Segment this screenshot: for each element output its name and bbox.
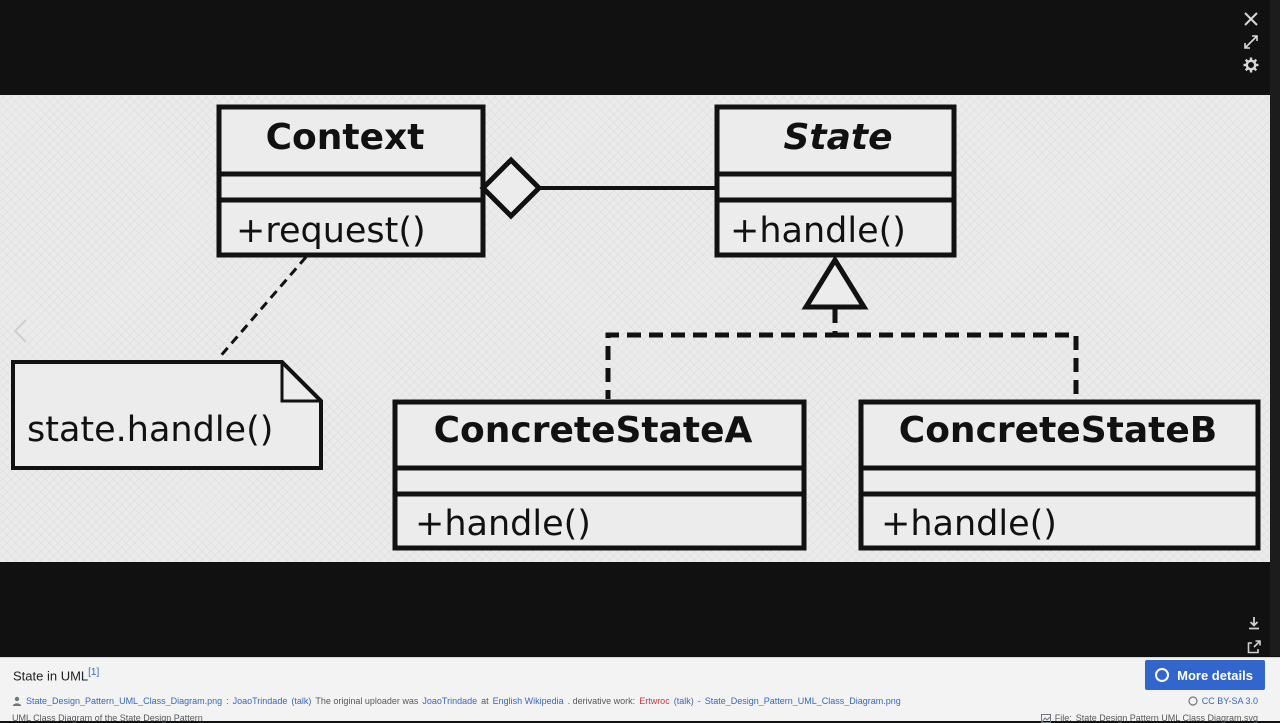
concrete-state-b-name: ConcreteStateB: [899, 410, 1217, 451]
note-text: state.handle(): [27, 410, 273, 450]
realization-dashed-lines: [605, 309, 1079, 399]
credit-text-3: . derivative work:: [567, 696, 636, 706]
viewer-top-bar: [0, 0, 1270, 96]
license-label: CC BY-SA 3.0: [1201, 696, 1258, 706]
cc-icon: [1188, 696, 1198, 706]
gear-icon[interactable]: [1240, 54, 1262, 76]
caption-text: State in UML: [13, 668, 89, 684]
uploader-link[interactable]: JoaoTrindade: [422, 696, 478, 706]
chevron-left-icon[interactable]: [10, 318, 32, 344]
share-icon[interactable]: [1246, 639, 1262, 655]
credit-line: State_Design_Pattern_UML_Class_Diagram.p…: [12, 696, 1172, 706]
concrete-state-a-name: ConcreteStateA: [434, 410, 753, 451]
license-link[interactable]: CC BY-SA 3.0: [1188, 696, 1258, 706]
fullscreen-icon[interactable]: [1240, 31, 1262, 53]
context-class-name: Context: [266, 117, 425, 158]
info-icon: [1155, 668, 1170, 682]
credit-dash: -: [697, 696, 701, 706]
note-link-line: [216, 256, 308, 360]
derivative-author-link[interactable]: Ertwroc: [639, 696, 670, 706]
context-class: Context +request(): [216, 104, 486, 258]
scrollbar[interactable]: [1270, 0, 1280, 656]
file-label: File:: [1054, 713, 1072, 723]
aggregation-diamond: [479, 156, 543, 220]
author-link[interactable]: JoaoTrindade: [232, 696, 288, 706]
file-name: State Design Pattern UML Class Diagram.s…: [1075, 713, 1258, 723]
credit-text-2: at: [481, 696, 489, 706]
realization-arrow: [801, 255, 869, 310]
concrete-state-a-operation: +handle(): [415, 504, 591, 544]
caption-reference[interactable]: [1]: [88, 667, 100, 678]
image-description: UML Class Diagram of the State Design Pa…: [12, 713, 203, 723]
source-file-link[interactable]: State_Design_Pattern_UML_Class_Diagram.p…: [26, 696, 223, 706]
state-class: State +handle(): [714, 104, 957, 258]
derivative-talk-link[interactable]: (talk): [673, 696, 694, 706]
image-info-panel: State in UML[1] More details State_Desig…: [0, 657, 1280, 723]
concrete-state-b-class: ConcreteStateB +handle(): [858, 399, 1261, 551]
file-info[interactable]: File: State Design Pattern UML Class Dia…: [1040, 713, 1258, 723]
download-icon[interactable]: [1246, 615, 1262, 631]
concrete-state-a-class: ConcreteStateA +handle(): [392, 399, 807, 551]
author-talk-link[interactable]: (talk): [291, 696, 312, 706]
uml-state-diagram: Context +request() State +handle() state…: [11, 104, 1261, 551]
wiki-link[interactable]: English Wikipedia: [492, 696, 564, 706]
concrete-state-b-operation: +handle(): [881, 504, 1057, 544]
context-operation: +request(): [236, 211, 426, 251]
user-icon: [12, 696, 22, 706]
credit-separator: :: [226, 696, 229, 706]
close-icon[interactable]: [1240, 8, 1262, 30]
credit-text-1: The original uploader was: [315, 696, 419, 706]
state-operation: +handle(): [730, 211, 906, 251]
image-caption: State in UML[1]: [13, 667, 99, 683]
image-file-icon: [1040, 713, 1051, 723]
state-class-name: State: [783, 117, 892, 158]
image-stage: Context +request() State +handle() state…: [0, 95, 1270, 562]
more-details-label: More details: [1177, 667, 1253, 683]
uml-note: state.handle(): [11, 360, 323, 470]
more-details-button[interactable]: More details: [1145, 660, 1265, 690]
derivative-file-link[interactable]: State_Design_Pattern_UML_Class_Diagram.p…: [704, 696, 901, 706]
